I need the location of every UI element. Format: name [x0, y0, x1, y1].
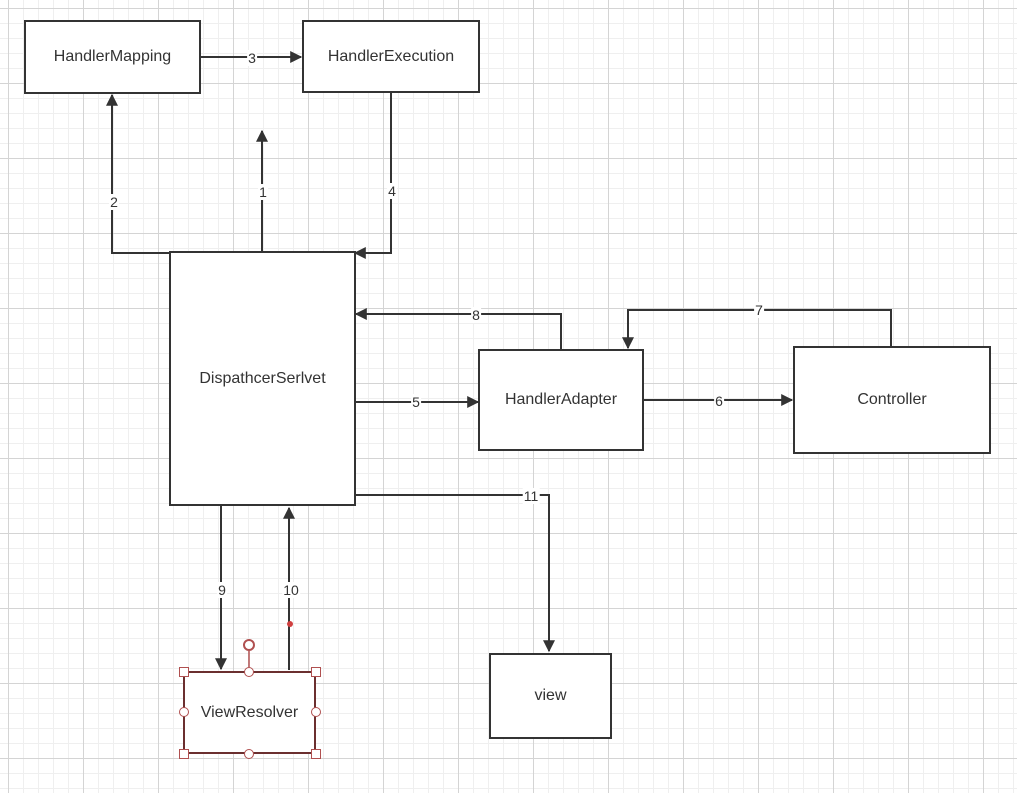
rotate-handle[interactable] — [243, 639, 255, 651]
edge-9-label: 9 — [217, 582, 227, 598]
edge-1-label: 1 — [258, 184, 268, 200]
resize-handle-bottom-right[interactable] — [311, 749, 321, 759]
edge-11-line — [355, 494, 555, 653]
edge-7-label: 7 — [754, 302, 764, 318]
edge-8-label: 8 — [471, 307, 481, 323]
edge-4-label: 4 — [387, 183, 397, 199]
controller-label: Controller — [857, 391, 927, 408]
handler-adapter-label: HandlerAdapter — [504, 391, 618, 408]
resize-handle-top-left[interactable] — [179, 667, 189, 677]
view-box[interactable]: view — [489, 653, 612, 739]
resize-handle-left[interactable] — [179, 707, 189, 717]
handler-mapping-box[interactable]: HandlerMapping — [24, 20, 201, 94]
edge-11-label: 11 — [522, 488, 540, 504]
dispatcher-servlet-box[interactable]: DispathcerSerlvet — [169, 251, 356, 506]
edge-5-label: 5 — [411, 394, 421, 410]
edge-2-line — [106, 93, 170, 254]
edge-3-label: 3 — [247, 50, 257, 66]
resize-handle-bottom-left[interactable] — [179, 749, 189, 759]
handler-mapping-label: HandlerMapping — [53, 48, 172, 65]
handler-adapter-box[interactable]: HandlerAdapter — [478, 349, 644, 451]
view-resolver-box[interactable]: ViewResolver — [183, 671, 316, 754]
view-resolver-label: ViewResolver — [200, 703, 299, 721]
handler-execution-label: HandlerExecution — [327, 47, 455, 65]
resize-handle-top[interactable] — [244, 667, 254, 677]
edge-4-line — [353, 93, 392, 259]
resize-handle-top-right[interactable] — [311, 667, 321, 677]
connection-point-dot — [287, 621, 293, 627]
edge-2-label: 2 — [109, 194, 119, 210]
controller-box[interactable]: Controller — [793, 346, 991, 454]
edge-6-label: 6 — [714, 393, 724, 409]
view-label: view — [534, 687, 567, 704]
edge-10-label: 10 — [282, 582, 300, 598]
dispatcher-servlet-label: DispathcerSerlvet — [199, 369, 326, 387]
resize-handle-bottom[interactable] — [244, 749, 254, 759]
resize-handle-right[interactable] — [311, 707, 321, 717]
handler-execution-box[interactable]: HandlerExecution — [302, 20, 480, 93]
edge-8-line — [354, 308, 562, 349]
